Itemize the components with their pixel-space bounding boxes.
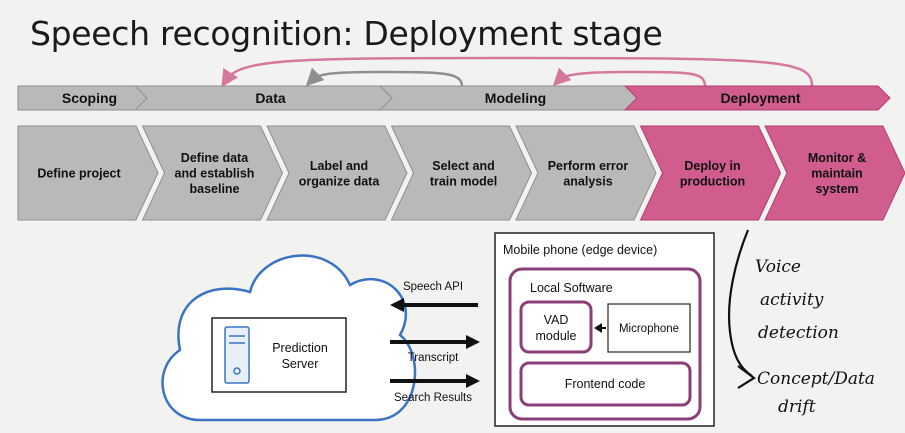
- step-perform-error-analysis-line-1: Perform error: [548, 159, 629, 173]
- transcript-arrow: [390, 335, 480, 349]
- mobile-phone-label: Mobile phone (edge device): [503, 243, 657, 257]
- stage-label-modeling: Modeling: [485, 90, 546, 106]
- step-deploy-in-production-line-1: Deploy in: [684, 159, 740, 173]
- step-define-data-and-establish-baseline-line-3: baseline: [189, 182, 239, 196]
- step-label-and-organize-data-line-1: Label and: [310, 159, 368, 173]
- microphone-label: Microphone: [619, 323, 679, 335]
- local-software-label: Local Software: [530, 281, 613, 295]
- transcript-label: Transcript: [408, 352, 459, 364]
- vad-label-line1: VAD: [544, 313, 569, 327]
- stages-row: Scoping Data Modeling Deployment: [17, 85, 891, 111]
- speech-api-arrow: [390, 298, 478, 312]
- step-monitor-maintain-system-line-2: maintain: [811, 167, 862, 181]
- search-results-arrow: [390, 374, 480, 388]
- speech-api-label: Speech API: [403, 281, 463, 293]
- annotation-drift: drift: [778, 397, 816, 417]
- annotation-voice: Voice: [755, 257, 801, 277]
- loop-deployment-to-data: [221, 56, 814, 88]
- slide-title: Speech recognition: Deployment stage: [30, 14, 663, 53]
- microphone-to-vad-arrow: [594, 323, 606, 333]
- step-perform-error-analysis-line-2: analysis: [563, 174, 612, 188]
- stage-data: Data: [133, 85, 401, 111]
- stage-label-scoping: Scoping: [62, 90, 117, 106]
- annotation-activity: activity: [760, 290, 824, 310]
- step-label-and-organize-data-line-2: organize data: [299, 174, 381, 188]
- step-select-and-train-model-line-2: train model: [430, 174, 497, 188]
- step-monitor-maintain-system-line-1: Monitor &: [808, 151, 866, 165]
- vad-label-line2: module: [536, 329, 577, 343]
- stage-deployment: Deployment: [623, 85, 891, 111]
- step-define-project-line-1: Define project: [37, 167, 121, 181]
- frontend-code-label: Frontend code: [565, 377, 646, 391]
- steps-row: Define project Define data and establishba…: [17, 125, 905, 221]
- server-label-line2: Server: [282, 357, 319, 371]
- stage-label-deployment: Deployment: [720, 90, 800, 106]
- step-define-data-and-establish-baseline-line-1: Define data: [181, 151, 249, 165]
- annotation-bracket: [727, 229, 753, 377]
- microphone-box: [607, 303, 691, 353]
- annotation-concept-data: Concept/Data: [757, 369, 875, 389]
- step-deploy-in-production-line-2: production: [680, 174, 745, 188]
- stage-scoping: Scoping: [17, 85, 156, 111]
- loop-deployment-to-modeling: [552, 67, 707, 87]
- annotation-detection: detection: [758, 323, 839, 343]
- annotation-arrow: [737, 365, 756, 389]
- frontend-code-box: [519, 361, 692, 407]
- server-label-line1: Prediction: [272, 341, 328, 355]
- step-select-and-train-model-line-1: Select and: [432, 159, 495, 173]
- stage-label-data: Data: [255, 90, 286, 106]
- step-define-data-and-establish-baseline-line-2: and establish: [175, 167, 255, 181]
- step-monitor-maintain-system-line-3: system: [815, 182, 858, 196]
- step-define-project: Define project: [17, 125, 159, 221]
- loop-modeling-to-data: [305, 67, 464, 87]
- server-icon: [224, 326, 250, 384]
- vad-module-box: [519, 300, 593, 354]
- search-results-label: Search Results: [394, 392, 472, 404]
- stage-modeling: Modeling: [378, 85, 646, 111]
